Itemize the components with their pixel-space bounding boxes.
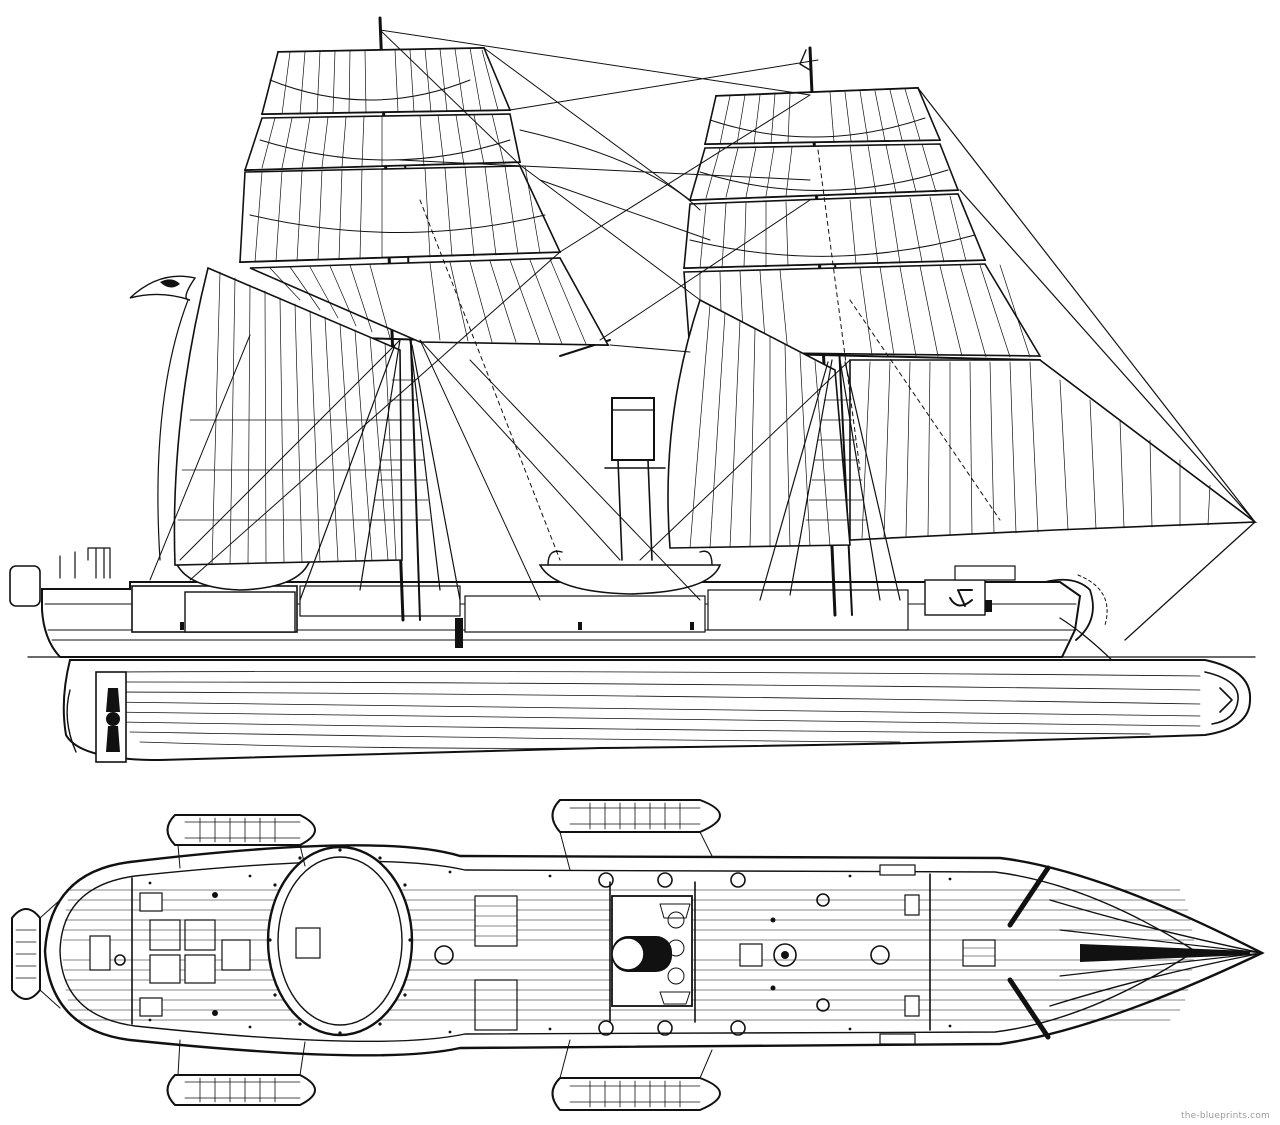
- ensign-flag: [129, 275, 197, 301]
- lifeboat-plan-stern: [11, 908, 41, 1000]
- jib-sails: [849, 359, 1258, 541]
- anchor: [949, 589, 973, 607]
- fore-staysail: [667, 298, 851, 549]
- lifeboat-plan-aft-starboard: [166, 1074, 316, 1106]
- lifeboat-aft: [173, 559, 312, 591]
- watermark: the-blueprints.com: [1181, 1111, 1270, 1121]
- lifeboat-plan-aft-port: [166, 814, 316, 846]
- lifeboat-plan-mid-port: [551, 799, 721, 833]
- funnel: [611, 397, 655, 461]
- side-elevation-view: [9, 16, 1258, 763]
- bow: [1044, 578, 1094, 641]
- deck-plan-view: [11, 799, 1265, 1111]
- skylight-oval: [266, 845, 414, 1037]
- lifeboat-midships: [538, 564, 722, 595]
- capstans: [114, 872, 890, 1036]
- forecastle: [924, 579, 986, 616]
- cathead-port: [1007, 865, 1051, 928]
- hull-underwater: [62, 659, 1252, 762]
- mast-pennant-fore: [799, 49, 811, 71]
- cathead-starboard: [1007, 977, 1051, 1040]
- fore-mast-sails: [683, 87, 1042, 358]
- propeller: [106, 688, 120, 752]
- main-mast-sails: [239, 47, 610, 346]
- lifeboat-plan-mid-starboard: [551, 1077, 721, 1111]
- hatch-gratings: [89, 895, 996, 1031]
